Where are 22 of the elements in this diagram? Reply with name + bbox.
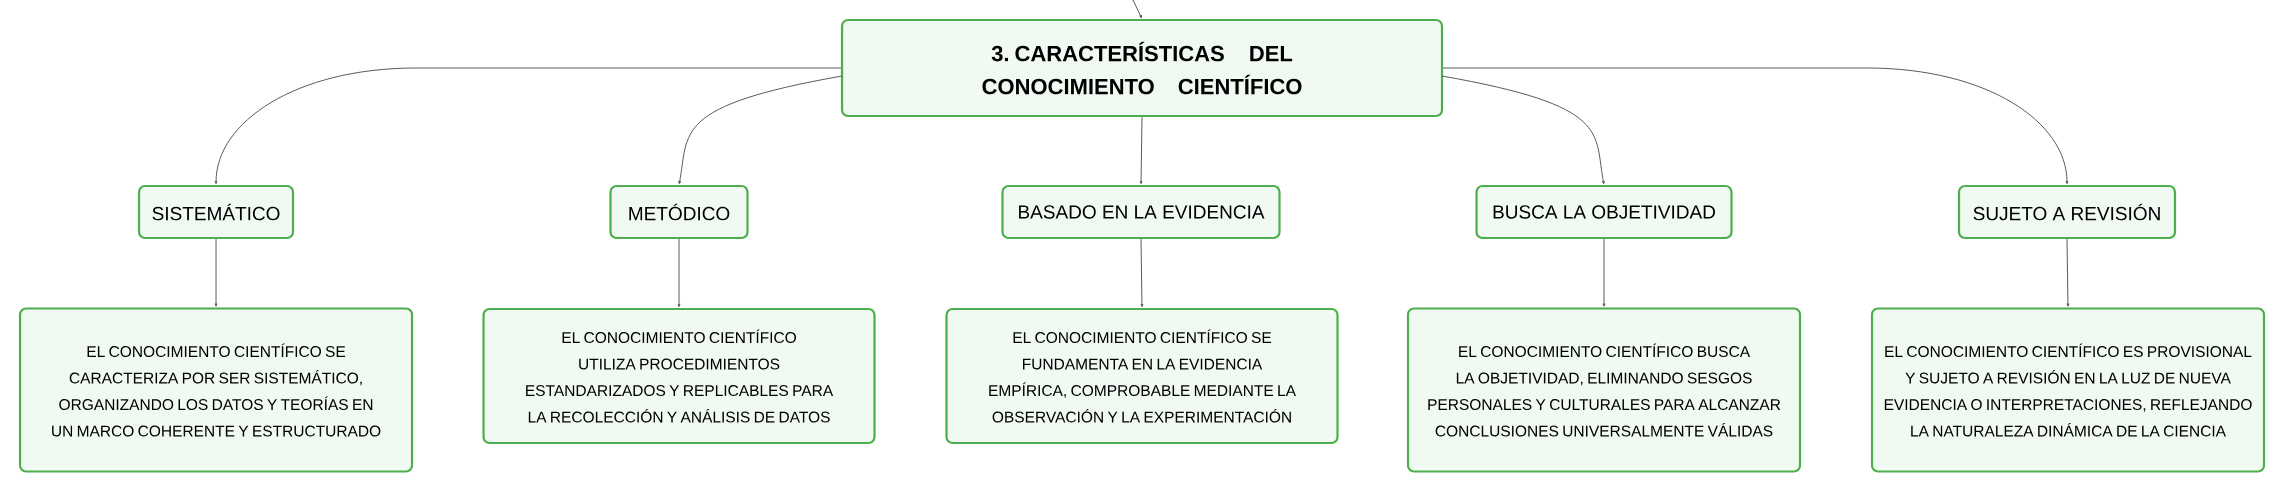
arrow [1140,238,1144,308]
category-box: SUJETO A REVISIÓN [1957,184,2177,240]
arrow [1139,116,1143,185]
arrow [678,75,843,185]
arrow [1602,238,1606,307]
description-box: EL CONOCIMIENTO CIENTÍFICO SE FUNDAMENTA EN LA EVIDENCIA EMPÍRICA, COMPROBABLE MEDIANTE LA OBSERVACIÓN Y LA EXPERIMENTACIÓN [945,307,1339,445]
arrow [214,238,218,307]
category-box: BASADO EN LA EVIDENCIA [1001,184,1281,240]
description-box: EL CONOCIMIENTO CIENTÍFICO UTILIZA PROCEDIMIENTOS ESTANDARIZADOS Y REPLICABLES PARA LA RECOLECCIÓN Y ANÁLISIS DE DATOS [482,307,876,445]
category-box: BUSCA LA OBJETIVIDAD [1475,184,1733,240]
arrow [1442,67,2069,185]
description-box: EL CONOCIMIENTO CIENTÍFICO BUSCA LA OBJETIVIDAD, ELIMINANDO SESGOS PERSONALES Y CULTURALES PARA ALCANZAR CONCLUSIONES UNIVERSALMENTE VÁLIDAS [1406,307,1802,473]
arrow [1441,75,1605,185]
category-box: METÓDICO [609,184,749,240]
arrow [1132,0,1142,19]
topic-box: 3. CARACTERÍSTICAS DEL CONOCIMIENTO CIENTÍFICO [840,18,1444,118]
arrow [677,238,681,308]
arrow [214,67,842,185]
description-box: EL CONOCIMIENTO CIENTÍFICO SE CARACTERIZA POR SER SISTEMÁTICO, ORGANIZANDO LOS DATOS Y TEORÍAS EN UN MARCO COHERENTE Y ESTRUCTURADO [18,307,414,473]
description-box: EL CONOCIMIENTO CIENTÍFICO ES PROVISIONAL Y SUJETO A REVISIÓN EN LA LUZ DE NUEVA EVIDENCIA O INTERPRETACIONES, REFLEJANDO LA NATURALEZA DINÁMICA DE LA CIENCIA [1870,307,2266,473]
arrow [2066,238,2070,307]
category-box: SISTEMÁTICO [137,184,295,240]
